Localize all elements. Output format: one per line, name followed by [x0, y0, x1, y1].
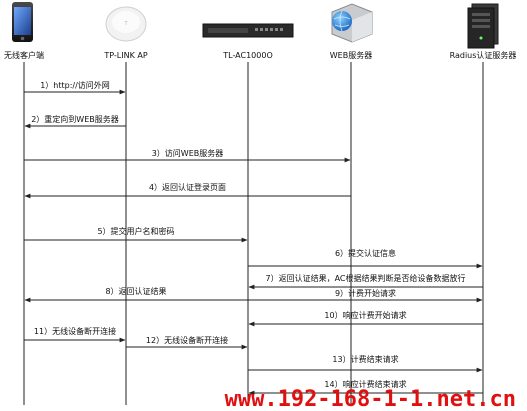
message-label-5: 5）提交用户名和密码 [97, 226, 174, 236]
smartphone-icon [12, 2, 33, 42]
message-label-7: 7）返回认证结果，AC根据结果判断是否给设备数据放行 [265, 273, 465, 283]
message-label-12: 12）无线设备断开连接 [146, 335, 228, 345]
message-label-9: 9）计费开始请求 [335, 288, 396, 298]
message-label-3: 3）访问WEB服务器 [152, 148, 224, 158]
message-label-10: 10）响应计费开始请求 [324, 310, 406, 320]
entity-label-ap: TP-LINK AP [103, 51, 147, 60]
message-label-1: 1）http://访问外网 [40, 80, 110, 90]
message-label-13: 13）计费结束请求 [332, 354, 398, 364]
entity-label-ac: TL-AC1000O [222, 51, 273, 60]
svg-text:T: T [123, 21, 128, 27]
entity-label-client: 无线客户端 [4, 50, 44, 60]
message-label-6: 6）提交认证信息 [335, 248, 396, 258]
messages-layer: 1）http://访问外网 2）重定向到WEB服务器 3）访问WEB服务器 4）返回认… [24, 80, 483, 396]
message-label-11: 11）无线设备断开连接 [34, 326, 116, 336]
entity-label-radius-server: Radius认证服务器 [450, 50, 517, 60]
message-label-8: 8）返回认证结果 [105, 286, 166, 296]
message-label-4: 4）返回认证登录页面 [149, 182, 226, 192]
web-server-icon [331, 3, 373, 43]
tower-server-icon [467, 3, 499, 49]
message-label-2: 2）重定向到WEB服务器 [31, 114, 119, 124]
controller-icon [202, 23, 294, 38]
message-label-14: 14）响应计费结束请求 [324, 379, 406, 389]
watermark: www.192-168-1-1.net.cn [225, 387, 516, 411]
entity-label-web-server: WEB服务器 [330, 50, 372, 60]
access-point-icon: T [105, 6, 147, 42]
